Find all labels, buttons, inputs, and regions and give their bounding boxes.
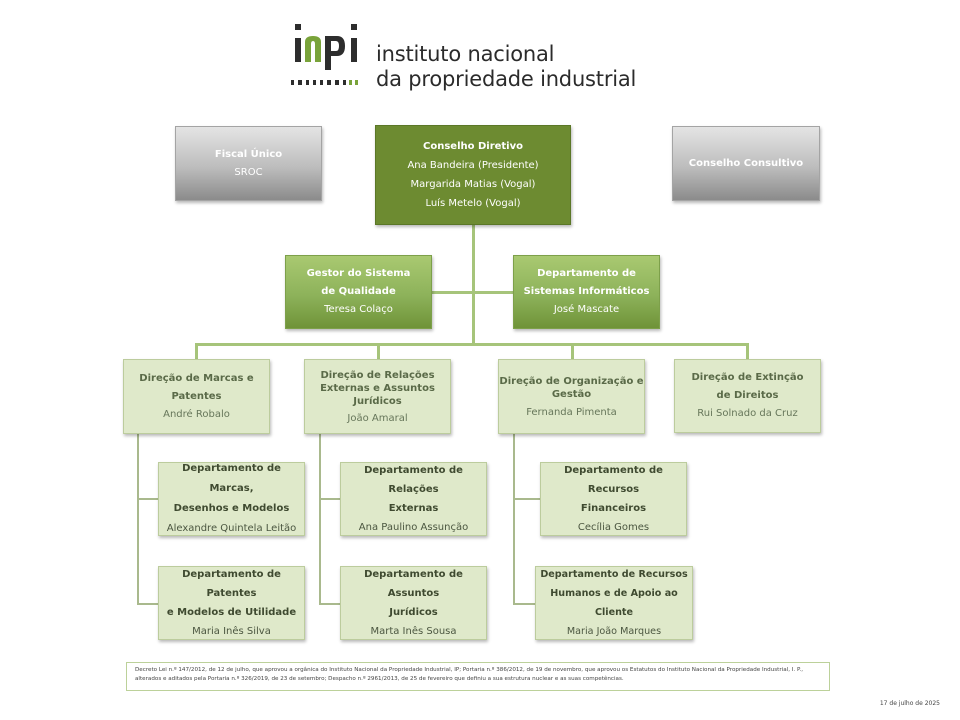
quality-person: Teresa Colaço — [324, 301, 393, 319]
logo-text: instituto nacional da propriedade indust… — [376, 42, 636, 92]
connector-trunk — [472, 224, 475, 345]
connector-sub2 — [319, 434, 321, 605]
connector-sub3a — [513, 498, 540, 500]
department-relacoes-externas[interactable]: Departamento de Relações Externas Ana Pa… — [340, 462, 487, 536]
legal-note: Decreto Lei n.º 147/2012, de 12 de julho… — [126, 662, 830, 691]
connector-dir1 — [195, 343, 198, 359]
connector-directorates — [195, 343, 749, 346]
board-member: Luís Metelo (Vogal) — [425, 194, 520, 213]
quality-manager-box[interactable]: Gestor do Sistema de Qualidade Teresa Co… — [285, 255, 432, 329]
logo-line1: instituto nacional — [376, 42, 636, 67]
department-marcas-desenhos[interactable]: Departamento de Marcas, Desenhos e Model… — [158, 462, 305, 536]
it-person: José Mascate — [554, 301, 619, 319]
connector-sub1a — [137, 498, 158, 500]
directorate-person: Fernanda Pimenta — [526, 406, 617, 419]
directorate-title: Patentes — [171, 388, 221, 406]
advisory-title: Conselho Consultivo — [689, 155, 803, 173]
directorate-title: Externas e Assuntos — [320, 382, 435, 395]
connector-staff — [432, 291, 513, 294]
department-person: Marta Inês Sousa — [370, 622, 456, 641]
fiscal-unico-box[interactable]: Fiscal Único SROC — [175, 126, 322, 201]
directorate-marcas-patentes[interactable]: Direção de Marcas e Patentes André Robal… — [123, 359, 270, 434]
connector-dir3 — [571, 343, 574, 359]
conselho-consultivo-box[interactable]: Conselho Consultivo — [672, 126, 820, 201]
directorate-title: Direção de Relações — [320, 369, 434, 382]
connector-sub3 — [513, 434, 515, 605]
directorate-person: João Amaral — [347, 412, 407, 425]
department-title: Humanos e de Apoio ao Cliente — [536, 584, 692, 622]
directorate-title: Direção de Marcas e — [139, 370, 253, 388]
department-title: e Modelos de Utilidade — [167, 603, 296, 622]
it-title: Sistemas Informáticos — [524, 283, 650, 301]
connector-dir2 — [377, 343, 380, 359]
connector-sub1b — [137, 603, 158, 605]
department-title: Departamento de Recursos — [541, 461, 686, 499]
directorate-extincao-direitos[interactable]: Direção de Extinção de Direitos Rui Soln… — [674, 359, 821, 433]
logo-line2: da propriedade industrial — [376, 67, 636, 92]
inpi-logo — [289, 24, 367, 92]
directorate-title: de Direitos — [717, 387, 779, 405]
department-person: Alexandre Quintela Leitão — [167, 519, 297, 539]
department-person: Cecília Gomes — [578, 518, 649, 537]
department-person: Ana Paulino Assunção — [359, 518, 468, 537]
quality-title: de Qualidade — [321, 283, 396, 301]
department-person: Maria Inês Silva — [192, 622, 271, 641]
directorate-title: Direção de Extinção — [691, 369, 803, 387]
connector-dir4 — [746, 343, 749, 359]
quality-title: Gestor do Sistema — [307, 265, 411, 283]
connector-sub2a — [319, 498, 340, 500]
directorate-organizacao-gestao[interactable]: Direção de Organização e Gestão Fernanda… — [498, 359, 645, 434]
department-recursos-financeiros[interactable]: Departamento de Recursos Financeiros Cec… — [540, 462, 687, 536]
department-recursos-humanos[interactable]: Departamento de Recursos Humanos e de Ap… — [535, 566, 693, 640]
department-assuntos-juridicos[interactable]: Departamento de Assuntos Jurídicos Marta… — [340, 566, 487, 640]
board-member: Margarida Matias (Vogal) — [411, 175, 536, 194]
department-title: Desenhos e Modelos — [174, 499, 290, 519]
directorate-person: André Robalo — [163, 406, 230, 424]
department-title: Departamento de Assuntos — [341, 565, 486, 603]
it-title: Departamento de — [537, 265, 636, 283]
department-title: Jurídicos — [389, 603, 438, 622]
department-title: Departamento de Relações — [341, 461, 486, 499]
conselho-diretivo-box[interactable]: Conselho Diretivo Ana Bandeira (Presiden… — [375, 125, 571, 225]
directorate-relacoes-juridicos[interactable]: Direção de Relações Externas e Assuntos … — [304, 359, 451, 434]
directorate-person: Rui Solnado da Cruz — [697, 405, 797, 423]
connector-sub1 — [137, 434, 139, 605]
directorate-title: Jurídicos — [353, 395, 402, 408]
department-title: Financeiros — [581, 499, 646, 518]
it-department-box[interactable]: Departamento de Sistemas Informáticos Jo… — [513, 255, 660, 329]
fiscal-title: Fiscal Único — [215, 146, 282, 164]
department-title: Departamento de Recursos — [540, 565, 687, 584]
directorate-title: Gestão — [552, 388, 591, 401]
board-member: Ana Bandeira (Presidente) — [407, 156, 538, 175]
department-patentes-modelos[interactable]: Departamento de Patentes e Modelos de Ut… — [158, 566, 305, 640]
department-title: Externas — [389, 499, 439, 518]
department-title: Departamento de Marcas, — [159, 459, 304, 499]
board-title: Conselho Diretivo — [423, 137, 523, 156]
connector-sub3b — [513, 603, 535, 605]
department-title: Departamento de Patentes — [159, 565, 304, 603]
fiscal-person: SROC — [234, 164, 262, 182]
connector-sub2b — [319, 603, 340, 605]
document-date: 17 de julho de 2025 — [880, 700, 940, 707]
department-person: Maria João Marques — [567, 622, 661, 641]
directorate-title: Direção de Organização e — [499, 375, 643, 388]
